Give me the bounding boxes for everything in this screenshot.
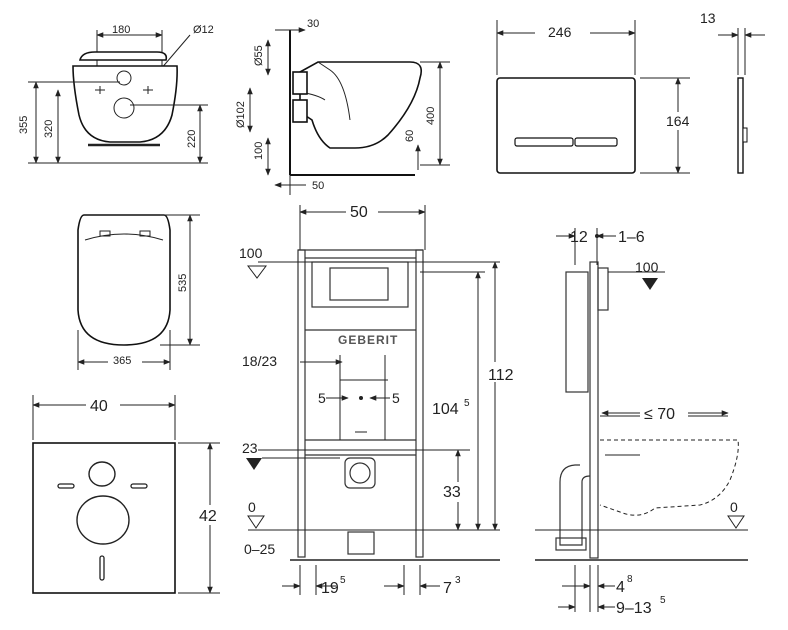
seat-outline xyxy=(77,214,171,346)
dim-frame-width: 50 xyxy=(350,204,368,221)
dim-side-height-400: 400 xyxy=(425,107,437,125)
dim-side-top-offset: 30 xyxy=(307,18,319,30)
dim-gasket-height: 42 xyxy=(199,508,217,525)
seat-top-view: 535 365 xyxy=(77,214,200,370)
dim-side-frame-bottom-4: 4 xyxy=(616,579,625,596)
frame-range-0-25: 0–25 xyxy=(244,541,275,557)
dim-frame-bottom-19: 19 xyxy=(321,580,339,597)
dim-side-pipe-diameter: Ø55 xyxy=(253,45,265,66)
frame-front-view: 50 GEBERIT 100 18/23 5 5 23 xyxy=(239,202,518,597)
dim-bowl-width: 180 xyxy=(112,24,130,36)
frame-level-100: 100 xyxy=(239,245,263,261)
flush-button-large xyxy=(514,137,574,147)
dim-plate-height: 164 xyxy=(666,113,690,129)
dim-side-height-60: 60 xyxy=(404,130,416,142)
dim-side-height-bottom: 100 xyxy=(253,142,265,160)
frame-level-0: 0 xyxy=(248,499,256,515)
dim-bowl-height-total: 355 xyxy=(18,116,30,134)
dim-side-frame-depth-12: 12 xyxy=(570,229,588,246)
dim-side-outlet-diameter: Ø102 xyxy=(235,101,247,128)
side-frame-level-100: 100 xyxy=(635,259,659,275)
dim-side-frame-bottom-9-13: 9–13 xyxy=(616,600,652,617)
dim-frame-height-33: 33 xyxy=(443,484,461,501)
dim-frame-height-104: 104 xyxy=(432,401,459,418)
dim-side-frame-depth-1-6: 1–6 xyxy=(618,229,645,246)
frame-offset-right: 5 xyxy=(392,390,400,406)
dim-plate-width: 246 xyxy=(548,24,572,40)
bowl-front-view: 180 Ø12 355 320 220 xyxy=(18,24,214,164)
dim-seat-length: 535 xyxy=(177,274,189,292)
dim-frame-height-104-sup: 5 xyxy=(464,398,470,409)
dim-bowl-height-seat: 320 xyxy=(43,120,55,138)
frame-level-23: 23 xyxy=(242,440,258,456)
frame-brand: GEBERIT xyxy=(338,333,398,347)
dim-side-depth-bottom: 50 xyxy=(312,180,324,192)
bowl-side-view: 30 Ø55 Ø102 100 50 400 60 xyxy=(235,18,450,195)
dim-frame-bottom-7-sup: 3 xyxy=(455,575,461,586)
dim-bowl-diameter: Ø12 xyxy=(193,24,214,36)
dim-frame-bottom-19-sup: 5 xyxy=(340,575,346,586)
flush-button-small xyxy=(574,137,618,147)
flush-plate-view: 246 164 13 xyxy=(496,10,765,174)
dim-side-frame-projection: ≤ 70 xyxy=(644,406,675,423)
dim-side-frame-bottom-9-13-sup: 5 xyxy=(660,595,666,606)
dim-gasket-width: 40 xyxy=(90,398,108,415)
dim-seat-width: 365 xyxy=(113,355,131,367)
dim-side-frame-bottom-4-sup: 8 xyxy=(627,574,633,585)
gasket-view: 40 42 xyxy=(32,395,222,594)
frame-offset-left: 5 xyxy=(318,390,326,406)
flush-plate xyxy=(496,77,636,174)
side-frame-level-0: 0 xyxy=(730,499,738,515)
dim-frame-height-112: 112 xyxy=(488,367,514,384)
dim-plate-thickness: 13 xyxy=(700,10,716,26)
dim-frame-bottom-7: 7 xyxy=(443,580,452,597)
frame-spacing: 18/23 xyxy=(242,353,277,369)
dim-bowl-height-holes: 220 xyxy=(186,130,198,148)
frame-side-view: 12 1–6 100 ≤ 70 0 4 8 9–13 5 xyxy=(535,228,748,617)
